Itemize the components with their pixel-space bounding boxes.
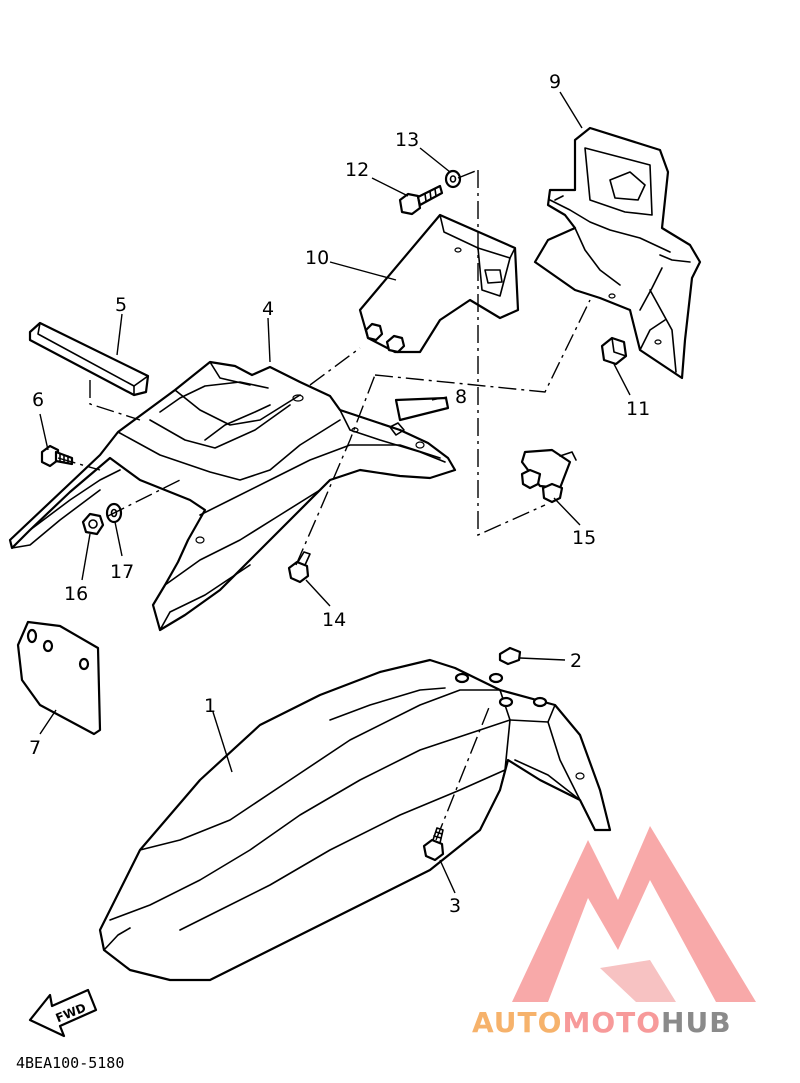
callout-8: 8 (455, 386, 467, 408)
part-16-nut (81, 512, 105, 536)
watermark-text-auto: AUTOMOTOHUB (472, 1006, 732, 1039)
part-9-license-bracket (533, 126, 702, 380)
assembly-lines (57, 169, 591, 841)
callout-6: 6 (32, 389, 44, 411)
part-5-seat-strip (28, 321, 150, 397)
part-12-bolt (398, 184, 444, 216)
part-2-nut (498, 646, 522, 666)
callout-15: 15 (572, 527, 596, 549)
callout-16: 16 (64, 583, 88, 605)
callout-7: 7 (29, 737, 41, 759)
part-14-bolt (287, 551, 311, 584)
part-15-bolts-clip (520, 448, 577, 504)
callout-14: 14 (322, 609, 346, 631)
watermark: AUTOMOTOHUB (472, 826, 756, 1039)
part-7-plate (16, 620, 102, 736)
callout-13: 13 (395, 129, 419, 151)
callout-11: 11 (626, 398, 650, 420)
watermark-logo-shape (512, 826, 756, 1002)
callout-12: 12 (345, 159, 369, 181)
part-6-bolt (40, 444, 74, 468)
callout-2: 2 (570, 650, 582, 672)
watermark-moto: MOTO (562, 1006, 661, 1039)
callout-labels: 1 2 3 4 5 6 7 8 9 10 11 12 13 14 15 16 1… (29, 71, 650, 917)
part-10-bracket (358, 213, 520, 354)
watermark-auto: AUTO (472, 1006, 562, 1039)
leader-lines (39, 91, 631, 894)
part-4-rear-fender (8, 360, 457, 632)
callout-3: 3 (449, 895, 461, 917)
callout-1: 1 (204, 695, 216, 717)
callout-4: 4 (262, 298, 274, 320)
part-1-front-fender (98, 658, 612, 982)
part-13-washer (444, 169, 462, 189)
callout-9: 9 (549, 71, 561, 93)
watermark-hub: HUB (661, 1006, 732, 1039)
diagram-code: 4BEA100-5180 (16, 1054, 124, 1072)
callout-10: 10 (305, 247, 329, 269)
fwd-arrow: FWD (28, 988, 98, 1038)
callout-17: 17 (110, 561, 134, 583)
callout-5: 5 (115, 294, 127, 316)
part-8-label (394, 396, 450, 422)
part-11-grommet (600, 336, 628, 366)
